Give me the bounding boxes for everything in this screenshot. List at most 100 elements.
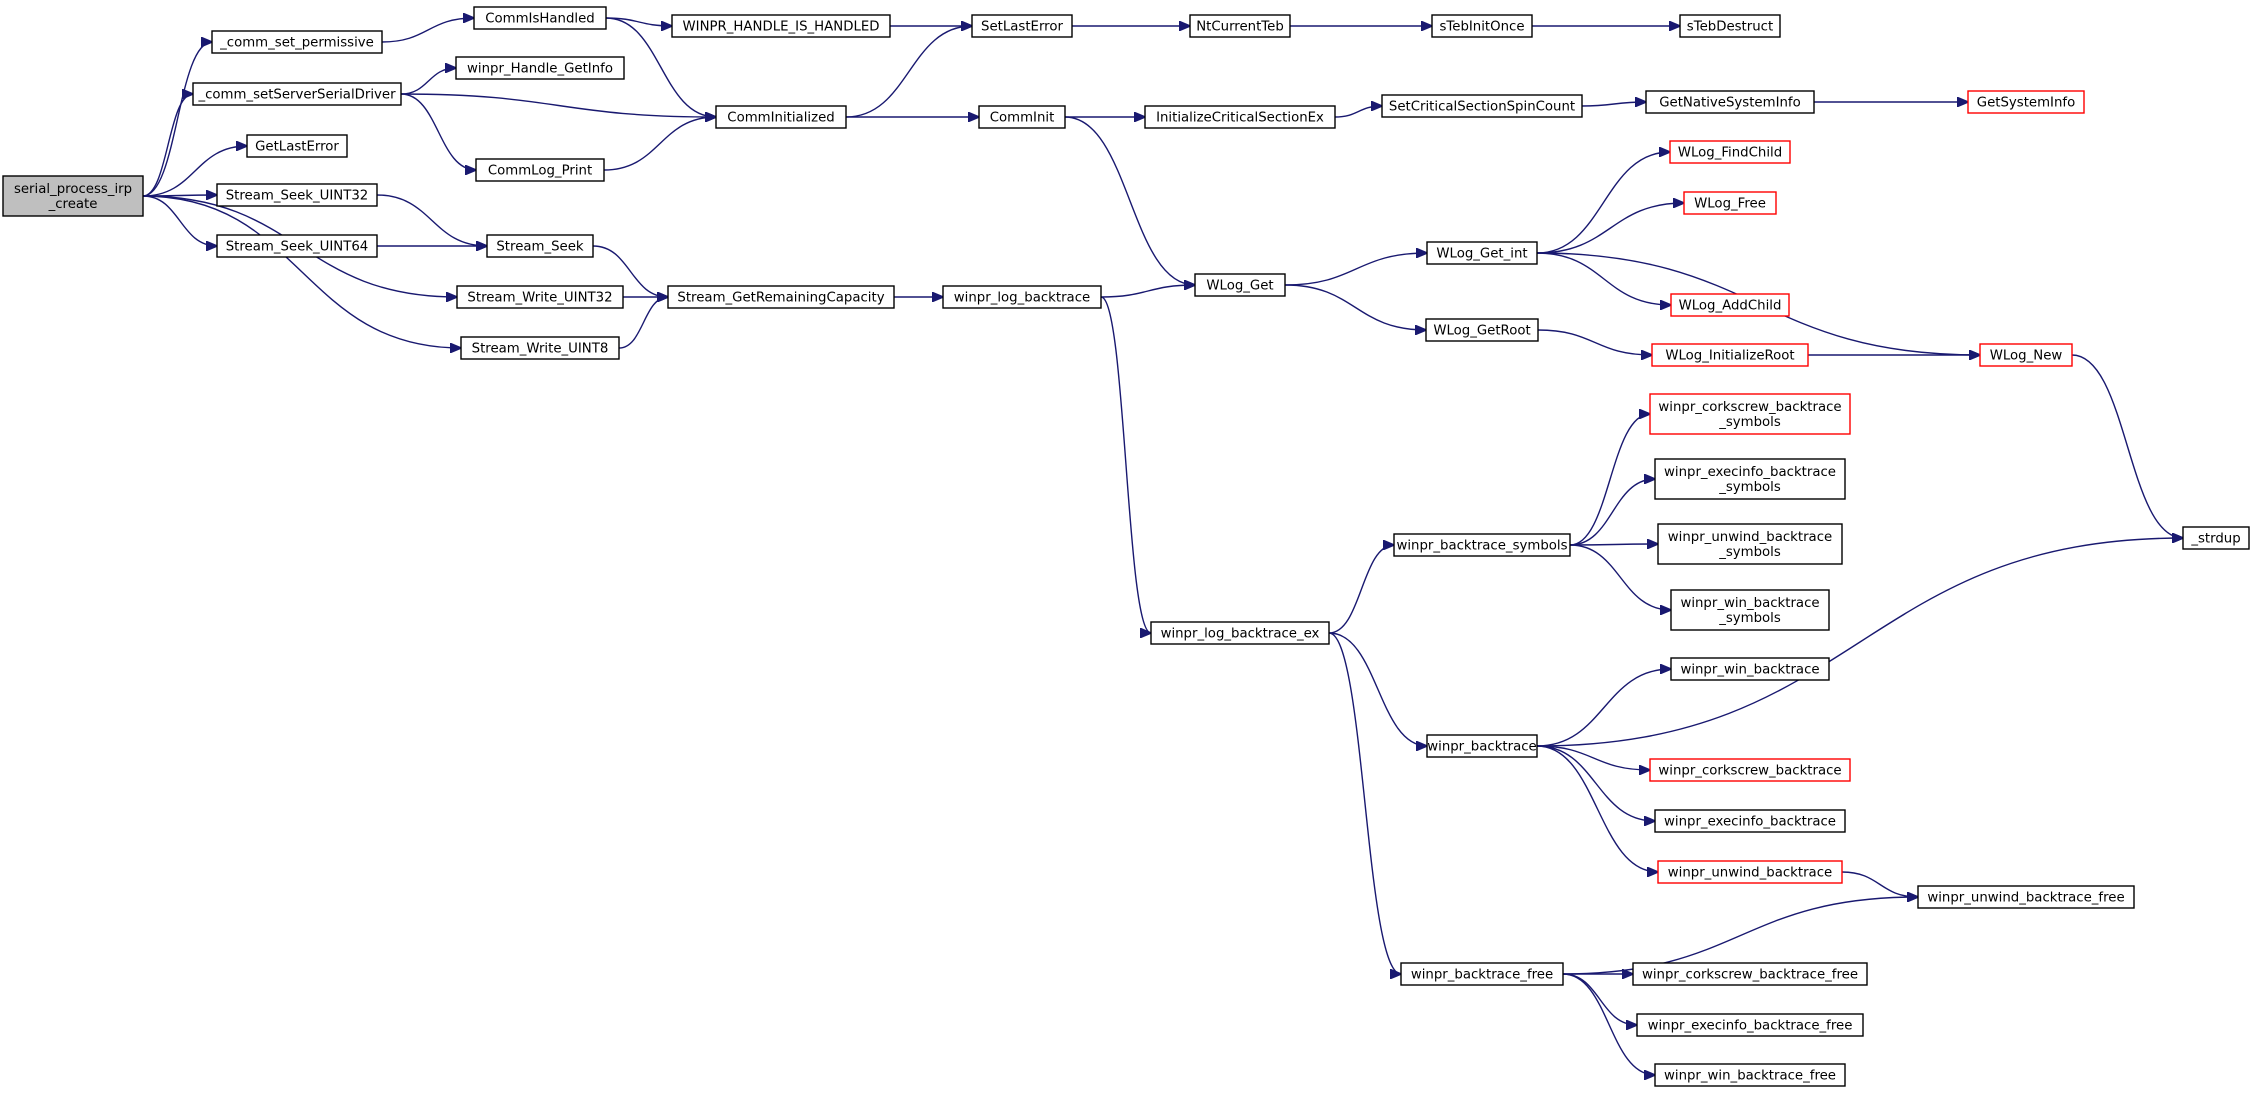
node-box-root[interactable] bbox=[2, 175, 144, 217]
node-box-wloggetint[interactable] bbox=[1426, 241, 1538, 265]
node-initroot[interactable]: WLog_InitializeRoot bbox=[1651, 343, 1809, 367]
node-wlogget[interactable]: WLog_Get bbox=[1194, 273, 1286, 297]
node-seek[interactable]: Stream_Seek bbox=[486, 234, 594, 258]
node-box-findchild[interactable] bbox=[1669, 140, 1791, 164]
node-corkfree[interactable]: winpr_corkscrew_backtrace_free bbox=[1632, 962, 1868, 986]
node-seek64[interactable]: Stream_Seek_UINT64 bbox=[216, 234, 378, 258]
node-ishandled[interactable]: CommIsHandled bbox=[473, 6, 607, 30]
node-box-corkbt[interactable] bbox=[1649, 758, 1851, 782]
node-execbt[interactable]: winpr_execinfo_backtrace bbox=[1654, 809, 1846, 833]
node-box-ishandled[interactable] bbox=[473, 6, 607, 30]
node-btsym[interactable]: winpr_backtrace_symbols bbox=[1393, 533, 1571, 557]
node-box-wlognew[interactable] bbox=[1979, 343, 2073, 367]
node-initcs[interactable]: InitializeCriticalSectionEx bbox=[1144, 105, 1336, 129]
node-write32[interactable]: Stream_Write_UINT32 bbox=[456, 285, 624, 309]
node-serv[interactable]: _comm_setServerSerialDriver bbox=[192, 82, 402, 106]
node-unwfree[interactable]: winpr_unwind_backtrace_free bbox=[1917, 885, 2135, 909]
node-bt[interactable]: winpr_backtrace bbox=[1426, 734, 1538, 758]
node-remcap[interactable]: Stream_GetRemainingCapacity bbox=[667, 285, 895, 309]
node-box-tebonce[interactable] bbox=[1431, 14, 1533, 38]
node-findchild[interactable]: WLog_FindChild bbox=[1669, 140, 1791, 164]
node-wlognew[interactable]: WLog_New bbox=[1979, 343, 2073, 367]
node-getlasterr[interactable]: GetLastError bbox=[246, 134, 348, 158]
node-box-tebdestruct[interactable] bbox=[1679, 14, 1781, 38]
node-box-execsym[interactable] bbox=[1654, 458, 1846, 500]
node-getsys[interactable]: GetSystemInfo bbox=[1967, 90, 2085, 114]
node-box-logprint[interactable] bbox=[475, 158, 605, 182]
node-box-seek64[interactable] bbox=[216, 234, 378, 258]
node-box-winprhandled[interactable] bbox=[671, 14, 891, 38]
node-logbt[interactable]: winpr_log_backtrace bbox=[942, 285, 1102, 309]
node-box-unwsym[interactable] bbox=[1657, 523, 1843, 565]
node-wloggetint[interactable]: WLog_Get_int bbox=[1426, 241, 1538, 265]
node-box-addchild[interactable] bbox=[1670, 293, 1790, 317]
node-box-strdup[interactable] bbox=[2182, 526, 2250, 550]
node-box-write32[interactable] bbox=[456, 285, 624, 309]
node-box-btsym[interactable] bbox=[1393, 533, 1571, 557]
node-wloggetroot[interactable]: WLog_GetRoot bbox=[1425, 318, 1539, 342]
node-box-write8[interactable] bbox=[460, 336, 620, 360]
node-unwbt[interactable]: winpr_unwind_backtrace bbox=[1657, 860, 1843, 884]
node-box-initcs[interactable] bbox=[1144, 105, 1336, 129]
node-ntteb[interactable]: NtCurrentTeb bbox=[1189, 14, 1291, 38]
node-box-execfree[interactable] bbox=[1636, 1013, 1864, 1037]
node-getnative[interactable]: GetNativeSystemInfo bbox=[1645, 90, 1815, 114]
node-box-logbtex[interactable] bbox=[1150, 621, 1330, 645]
node-winfree[interactable]: winpr_win_backtrace_free bbox=[1654, 1063, 1846, 1087]
node-box-wlogfree[interactable] bbox=[1683, 191, 1777, 215]
node-box-corkfree[interactable] bbox=[1632, 962, 1868, 986]
node-addchild[interactable]: WLog_AddChild bbox=[1670, 293, 1790, 317]
node-box-ntteb[interactable] bbox=[1189, 14, 1291, 38]
node-logbtex[interactable]: winpr_log_backtrace_ex bbox=[1150, 621, 1330, 645]
node-box-comminit[interactable] bbox=[715, 105, 847, 129]
node-perm[interactable]: _comm_set_permissive bbox=[211, 30, 383, 54]
node-box-winfree[interactable] bbox=[1654, 1063, 1846, 1087]
node-winsym[interactable]: winpr_win_backtrace_symbols bbox=[1670, 589, 1830, 631]
node-wlogfree[interactable]: WLog_Free bbox=[1683, 191, 1777, 215]
node-comminit[interactable]: CommInitialized bbox=[715, 105, 847, 129]
node-box-remcap[interactable] bbox=[667, 285, 895, 309]
node-strdup[interactable]: _strdup bbox=[2182, 526, 2250, 550]
node-box-setcs[interactable] bbox=[1381, 94, 1583, 118]
node-logprint[interactable]: CommLog_Print bbox=[475, 158, 605, 182]
node-box-serv[interactable] bbox=[192, 82, 402, 106]
node-setcs[interactable]: SetCriticalSectionSpinCount bbox=[1381, 94, 1583, 118]
node-corksym[interactable]: winpr_corkscrew_backtrace_symbols bbox=[1649, 393, 1851, 435]
node-box-commInit2[interactable] bbox=[978, 105, 1066, 129]
node-hgetinfo[interactable]: winpr_Handle_GetInfo bbox=[455, 56, 625, 80]
node-box-btfree[interactable] bbox=[1400, 962, 1564, 986]
node-commInit2[interactable]: CommInit bbox=[978, 105, 1066, 129]
node-root[interactable]: serial_process_irp_create bbox=[2, 175, 144, 217]
node-box-seek32[interactable] bbox=[216, 183, 378, 207]
node-setlasterr[interactable]: SetLastError bbox=[971, 14, 1073, 38]
node-box-setlasterr[interactable] bbox=[971, 14, 1073, 38]
node-box-perm[interactable] bbox=[211, 30, 383, 54]
node-box-seek[interactable] bbox=[486, 234, 594, 258]
node-box-getlasterr[interactable] bbox=[246, 134, 348, 158]
node-execsym[interactable]: winpr_execinfo_backtrace_symbols bbox=[1654, 458, 1846, 500]
node-tebonce[interactable]: sTebInitOnce bbox=[1431, 14, 1533, 38]
node-box-unwfree[interactable] bbox=[1917, 885, 2135, 909]
node-box-initroot[interactable] bbox=[1651, 343, 1809, 367]
node-box-corksym[interactable] bbox=[1649, 393, 1851, 435]
node-unwsym[interactable]: winpr_unwind_backtrace_symbols bbox=[1657, 523, 1843, 565]
node-btfree[interactable]: winpr_backtrace_free bbox=[1400, 962, 1564, 986]
node-box-wlogget[interactable] bbox=[1194, 273, 1286, 297]
node-box-execbt[interactable] bbox=[1654, 809, 1846, 833]
node-box-winsym[interactable] bbox=[1670, 589, 1830, 631]
node-box-logbt[interactable] bbox=[942, 285, 1102, 309]
node-box-wloggetroot[interactable] bbox=[1425, 318, 1539, 342]
node-box-bt[interactable] bbox=[1426, 734, 1538, 758]
node-box-getsys[interactable] bbox=[1967, 90, 2085, 114]
node-box-unwbt[interactable] bbox=[1657, 860, 1843, 884]
node-box-winbt[interactable] bbox=[1670, 657, 1830, 681]
node-box-getnative[interactable] bbox=[1645, 90, 1815, 114]
node-execfree[interactable]: winpr_execinfo_backtrace_free bbox=[1636, 1013, 1864, 1037]
node-winprhandled[interactable]: WINPR_HANDLE_IS_HANDLED bbox=[671, 14, 891, 38]
node-write8[interactable]: Stream_Write_UINT8 bbox=[460, 336, 620, 360]
node-corkbt[interactable]: winpr_corkscrew_backtrace bbox=[1649, 758, 1851, 782]
node-seek32[interactable]: Stream_Seek_UINT32 bbox=[216, 183, 378, 207]
node-tebdestruct[interactable]: sTebDestruct bbox=[1679, 14, 1781, 38]
node-winbt[interactable]: winpr_win_backtrace bbox=[1670, 657, 1830, 681]
node-box-hgetinfo[interactable] bbox=[455, 56, 625, 80]
